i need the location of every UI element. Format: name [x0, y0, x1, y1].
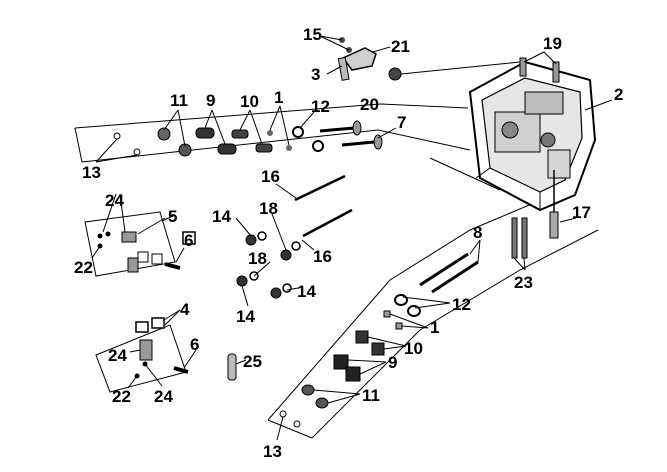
label-10-top: 10: [240, 92, 259, 111]
callout-labels: 15 21 3 20 19 2 11 9 10 1 12 7 13 16 14 …: [74, 25, 623, 461]
label-14-a: 14: [212, 207, 231, 226]
label-16-lower: 16: [313, 247, 332, 266]
temp-sensor-20: [388, 61, 521, 81]
label-14-c: 14: [236, 307, 255, 326]
label-1-bottom: 1: [430, 318, 439, 337]
upper-parts: [113, 120, 383, 157]
lower-valve-group-outline: [267, 157, 599, 439]
label-6-top: 6: [184, 231, 193, 250]
label-4: 4: [180, 300, 190, 319]
label-17: 17: [572, 203, 591, 222]
label-14-b: 14: [297, 282, 316, 301]
lower-parts: [279, 294, 421, 428]
label-5: 5: [168, 207, 177, 226]
label-15: 15: [303, 25, 322, 44]
label-13-top: 13: [82, 163, 101, 182]
label-25: 25: [243, 352, 262, 371]
label-18-b: 18: [248, 249, 267, 268]
label-10-bottom: 10: [404, 339, 423, 358]
label-24-top: 24: [105, 191, 124, 210]
label-23: 23: [514, 273, 533, 292]
label-2: 2: [614, 85, 623, 104]
label-11-top: 11: [170, 91, 188, 110]
label-12-top: 12: [311, 97, 330, 116]
thermo-outlet: [337, 37, 377, 81]
label-16-upper: 16: [261, 167, 280, 186]
label-9-bottom: 9: [388, 353, 397, 372]
label-7: 7: [397, 113, 406, 132]
studs-valves-plug: [419, 170, 559, 294]
label-24-left: 24: [108, 346, 127, 365]
label-18-a: 18: [259, 199, 278, 218]
label-11-bottom: 11: [362, 386, 380, 405]
cylinder-head: [468, 57, 597, 212]
label-22-top: 22: [74, 258, 93, 277]
label-21: 21: [391, 37, 410, 56]
middle-parts: [164, 174, 353, 381]
label-3: 3: [311, 65, 320, 84]
label-13-bottom: 13: [263, 442, 282, 461]
label-6-bottom: 6: [190, 335, 199, 354]
label-19: 19: [543, 34, 562, 53]
label-9-top: 9: [206, 91, 215, 110]
label-1-top: 1: [274, 88, 283, 107]
label-8: 8: [473, 223, 482, 242]
label-20: 20: [360, 95, 379, 114]
leader-lines: [91, 35, 613, 441]
label-22-bottom: 22: [112, 387, 131, 406]
label-12-bottom: 12: [452, 295, 471, 314]
label-24-bottom: 24: [154, 387, 173, 406]
